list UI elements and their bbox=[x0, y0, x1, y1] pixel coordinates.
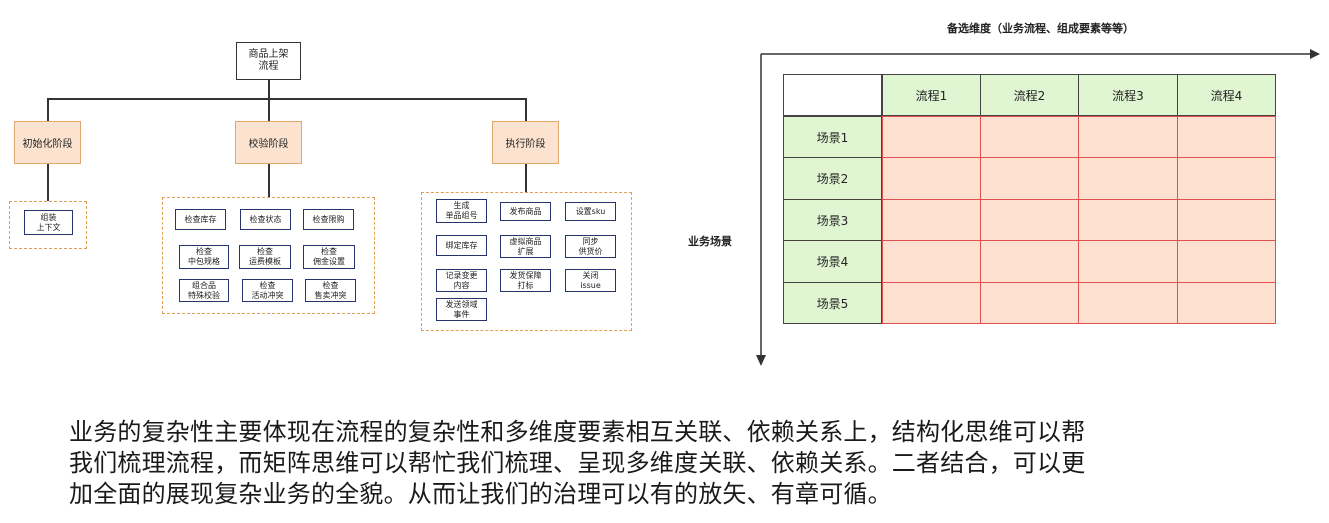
matrix-cell bbox=[882, 282, 981, 324]
y-axis-arrow-icon bbox=[756, 355, 766, 366]
matrix-cell bbox=[980, 240, 1079, 283]
matrix-cell bbox=[1177, 282, 1276, 324]
caption-text: 业务的复杂性主要体现在流程的复杂性和多维度要素相互关联、依赖关系上，结构化思维可… bbox=[69, 417, 1269, 510]
exec-item-4: 绑定库存 bbox=[436, 235, 487, 256]
stage1-connector bbox=[47, 98, 49, 121]
matrix-col-header-2: 流程2 bbox=[980, 74, 1079, 116]
check-item-9: 检查 售卖冲突 bbox=[305, 279, 356, 302]
exec-group-connector bbox=[525, 164, 527, 192]
matrix-cell bbox=[980, 157, 1079, 200]
check-item-6: 检查 佣金设置 bbox=[303, 245, 355, 269]
matrix-col-header-4: 流程4 bbox=[1177, 74, 1276, 116]
check-group-connector bbox=[268, 164, 270, 197]
matrix-cell bbox=[980, 116, 1079, 158]
matrix-cell bbox=[1177, 199, 1276, 241]
matrix-cell bbox=[1078, 116, 1178, 158]
exec-item-7: 记录变更 内容 bbox=[436, 269, 487, 292]
exec-item-3: 设置sku bbox=[565, 202, 616, 221]
caption-line-2: 我们梳理流程，而矩阵思维可以帮忙我们梳理、呈现多维度关联、依赖关系。二者结合，可… bbox=[69, 449, 1086, 477]
stage3-connector bbox=[525, 98, 527, 121]
init-item-1: 组装 上下文 bbox=[24, 210, 73, 235]
init-group bbox=[9, 201, 87, 249]
check-group bbox=[162, 197, 375, 314]
matrix-cell bbox=[1078, 199, 1178, 241]
stage-bus-line bbox=[47, 98, 525, 100]
matrix-corner-cell bbox=[783, 74, 882, 116]
matrix-col-header-3: 流程3 bbox=[1078, 74, 1178, 116]
exec-group bbox=[421, 192, 632, 331]
tree-root-node: 商品上架 流程 bbox=[236, 42, 301, 80]
matrix-row-header-3: 场景3 bbox=[783, 199, 882, 241]
check-item-5: 检查 运费模板 bbox=[239, 245, 291, 269]
matrix-axes bbox=[756, 49, 1320, 366]
matrix-cell bbox=[980, 282, 1079, 324]
caption-line-1: 业务的复杂性主要体现在流程的复杂性和多维度要素相互关联、依赖关系上，结构化思维可… bbox=[69, 418, 1086, 446]
exec-item-2: 发布商品 bbox=[500, 202, 551, 221]
exec-item-9: 关闭 issue bbox=[565, 269, 616, 292]
stage-check: 校验阶段 bbox=[235, 121, 302, 164]
check-item-2: 检查状态 bbox=[240, 209, 291, 230]
matrix-cell bbox=[980, 199, 1079, 241]
matrix-cell bbox=[882, 157, 981, 200]
exec-item-1: 生成 单品组号 bbox=[436, 199, 487, 223]
check-item-8: 检查 活动冲突 bbox=[242, 279, 293, 302]
stage2-connector bbox=[268, 98, 270, 121]
matrix-cell bbox=[882, 199, 981, 241]
init-group-connector bbox=[47, 164, 49, 201]
matrix-row-header-2: 场景2 bbox=[783, 157, 882, 200]
y-axis-label: 业务场景 bbox=[688, 235, 732, 248]
exec-item-5: 虚拟商品 扩展 bbox=[500, 235, 551, 258]
check-item-7: 组合品 特殊校验 bbox=[179, 279, 229, 302]
matrix-cell bbox=[1177, 240, 1276, 283]
caption-line-3: 加全面的展现复杂业务的全貌。从而让我们的治理可以有的放矢、有章可循。 bbox=[69, 480, 892, 508]
matrix-cell bbox=[1078, 157, 1178, 200]
matrix-row-header-5: 场景5 bbox=[783, 282, 882, 324]
check-item-3: 检查限购 bbox=[303, 209, 354, 230]
matrix-col-header-1: 流程1 bbox=[882, 74, 981, 116]
matrix-cell bbox=[882, 240, 981, 283]
matrix-row-header-1: 场景1 bbox=[783, 116, 882, 158]
matrix-row-header-4: 场景4 bbox=[783, 240, 882, 283]
root-connector bbox=[268, 80, 270, 98]
exec-item-6: 同步 供货价 bbox=[565, 235, 616, 258]
check-item-4: 检查 中包规格 bbox=[179, 245, 229, 269]
exec-item-8: 发货保障 打标 bbox=[500, 269, 551, 292]
x-axis-label: 备选维度（业务流程、组成要素等等） bbox=[947, 22, 1134, 35]
x-axis-arrow-icon bbox=[1310, 49, 1320, 59]
matrix-cell bbox=[882, 116, 981, 158]
matrix-cell bbox=[1177, 157, 1276, 200]
matrix-cell bbox=[1177, 116, 1276, 158]
stage-exec: 执行阶段 bbox=[492, 121, 559, 164]
exec-item-10: 发送领域 事件 bbox=[436, 298, 487, 321]
check-item-1: 检查库存 bbox=[175, 209, 226, 230]
stage-init: 初始化阶段 bbox=[14, 121, 81, 164]
matrix-cell bbox=[1078, 240, 1178, 283]
matrix-cell bbox=[1078, 282, 1178, 324]
